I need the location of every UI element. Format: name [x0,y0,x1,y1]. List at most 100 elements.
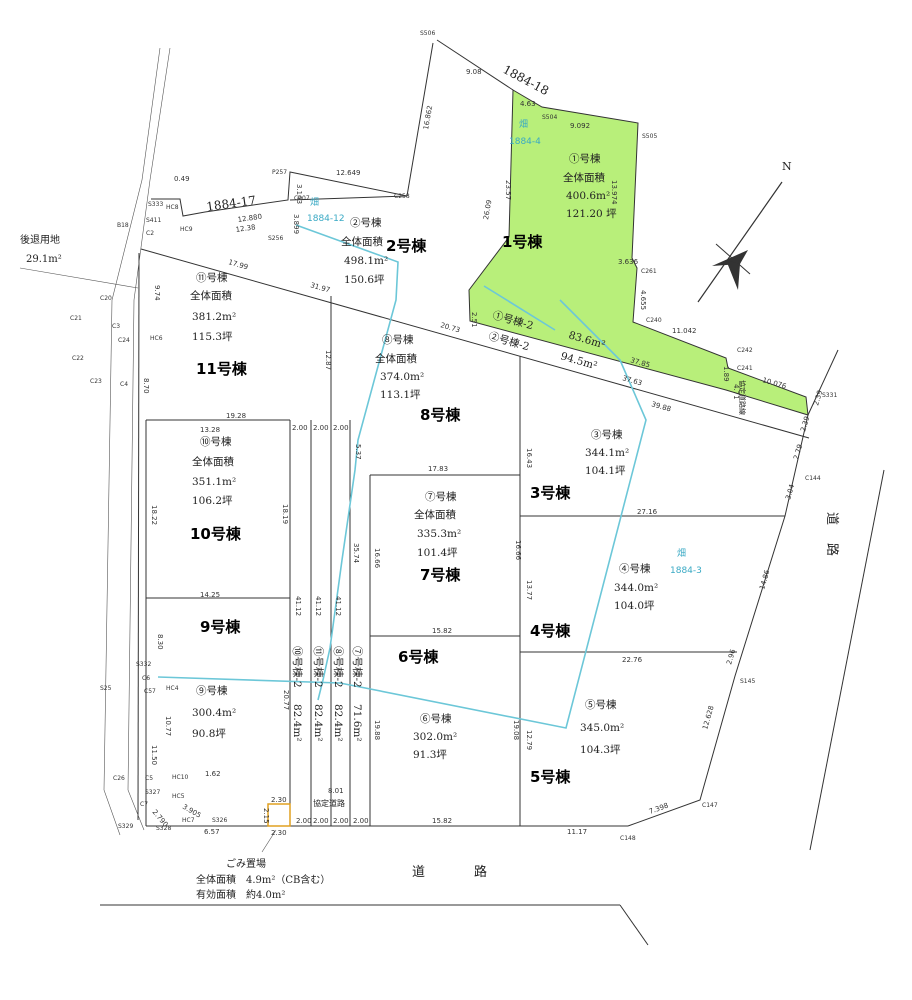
lot-3-name: ③号棟 [591,428,623,441]
lot-2-area: 498.1m² [344,255,388,267]
dim-label: 2.79 [792,443,804,460]
left-road-edges [19,47,171,836]
point-label: P257 [272,169,287,176]
dim-label: 13.974 [610,180,618,205]
lot-2-label: 全体面積 [341,235,383,248]
dim-label: 0.49 [174,175,190,183]
dim-label: 2.00 [353,817,369,825]
dim-label: 17.83 [428,465,448,473]
point-label: C240 [646,317,662,324]
point-label: C7 [140,801,148,808]
flag-11-area: 82.4m² [312,704,324,742]
lot-11-name: ⑪号棟 [196,271,228,284]
dim-label: 13.77 [525,580,533,600]
dim-label: 19.08 [512,720,520,740]
lot-2-tsubo: 150.6坪 [344,273,385,286]
point-label: C57 [144,688,156,695]
lot-3-tsubo: 104.1坪 [585,464,626,477]
back-road-area: 29.1m² [26,254,62,265]
lot-5-big-label: 5号棟 [530,768,571,786]
lot-6-name: ⑥号棟 [420,712,452,725]
lot-11-tsubo: 115.3坪 [192,330,233,343]
private-road-label: 協定道路 [313,798,345,808]
point-label: HC5 [172,793,185,800]
dim-label: 2.00 [292,424,308,432]
lot-1-big-label: 1号棟 [502,233,543,251]
agreement-line-label: 協定道路線 [738,380,747,415]
dim-label: 12.628 [701,705,715,731]
dim-label: 16.66 [373,548,381,569]
point-label: S327 [145,789,160,796]
dim-label: 16.862 [422,105,434,131]
lot-9-name: ⑨号棟 [196,684,228,697]
point-label: S505 [642,133,657,140]
lot-10-big-label: 10号棟 [190,525,242,543]
parcel-1884-17: 1884-17 [205,193,256,214]
point-label: C24 [118,337,130,344]
lot-6-tsubo: 91.3坪 [413,748,447,761]
road-right-label: 道路 [824,512,840,574]
dim-label: 35.74 [352,543,360,564]
dim-label: 3.143 [295,184,303,204]
lot-2-big-label: 2号棟 [386,237,427,255]
dim-label: 9.08 [466,68,482,76]
north-label: N [782,160,792,173]
lot-3-area: 344.1m² [585,447,629,459]
lot-1-name: ①号棟 [569,152,601,165]
dim-label: 19.28 [226,412,246,420]
lot-5-tsubo: 104.3坪 [580,743,621,756]
point-label: HC4 [166,685,179,692]
dim-label: 27.16 [637,508,658,516]
point-label: HC9 [180,226,193,233]
dim-label: 13.28 [200,426,220,434]
dim-label: 5.37 [354,444,362,460]
dim-label: 7.398 [648,802,670,816]
field-1884-3-b: 1884-3 [670,566,702,576]
dim-label: 18.19 [281,504,289,524]
dim-label: 2.30 [271,829,287,837]
lot-11-area: 381.2m² [192,311,236,323]
lot-10-label: 全体面積 [192,455,234,468]
dim-label: 14.86 [758,569,771,591]
garbage-effective: 有効面積 約4.0m² [196,888,285,901]
dim-label: 1.62 [205,770,221,778]
point-label: C147 [702,802,718,809]
dim-label: 2.00 [296,817,312,825]
lot-7-name: ⑦号棟 [425,490,457,503]
dim-label: 15.82 [432,627,452,635]
dim-label: 12.38 [235,223,256,234]
field-1884-4-b: 1884-4 [509,137,541,147]
dim-label: 9.74 [153,285,161,301]
point-label: S25 [100,685,112,692]
point-label: C21 [70,315,82,322]
dim-label: 2.00 [333,424,349,432]
dim-label: 16.43 [525,448,533,468]
dim-label: 11.17 [567,828,587,836]
point-label: S256 [268,235,283,242]
dim-label: 12.880 [237,213,262,224]
dim-label: 39.88 [650,400,671,413]
lot-10-area: 351.1m² [192,476,236,488]
dim-label: 2.39 [799,415,811,432]
lot-5-name: ⑤号棟 [585,698,617,711]
lot-8-area: 374.0m² [380,371,424,383]
dim-label: 12.79 [525,730,533,750]
dim-label: 18.22 [150,505,158,525]
point-label: C6 [142,675,150,682]
dim-label: 31.97 [309,281,330,294]
lot-7-label: 全体面積 [414,508,456,521]
flag-10-area: 82.4m² [291,704,303,742]
back-road-title: 後退用地 [20,233,60,246]
dim-label: 1.89 [722,366,730,382]
lot-2-name: ②号棟 [350,216,382,229]
dim-label: 3.636 [618,258,639,266]
point-label: C4 [120,381,128,388]
flag-8-area: 82.4m² [332,704,344,742]
point-label: C20 [100,295,112,302]
lot-8-name: ⑧号棟 [382,333,414,346]
dim-label: 11.50 [150,745,158,765]
dim-label: 3.899 [292,214,300,234]
lot-1-tsubo: 121.20 坪 [566,207,617,220]
flag-11-name: ⑪号棟-2 [312,646,325,688]
lot-7-area: 335.3m² [417,528,461,540]
